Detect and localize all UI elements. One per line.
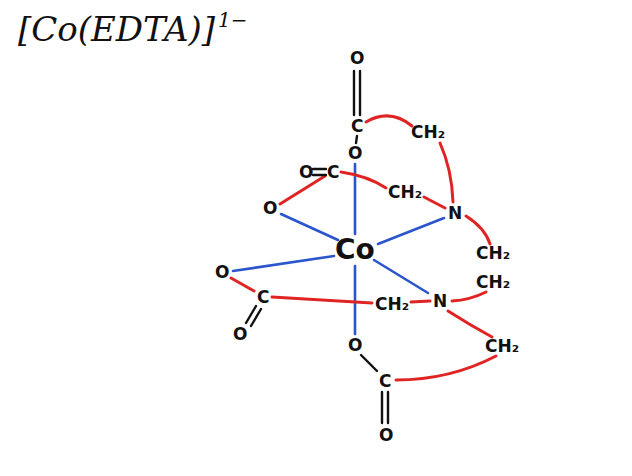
atom-label: O (348, 145, 362, 162)
ring-bonds (231, 116, 496, 380)
coordinate-bonds (233, 164, 444, 334)
atom-label: C (379, 373, 391, 390)
atom-label: CH₂ (476, 274, 510, 291)
atom-label: N (433, 293, 447, 310)
metal-label: Co (335, 236, 375, 264)
atom-label: CH₂ (485, 338, 519, 355)
atom-label: CH₂ (388, 184, 422, 201)
atom-label: O (379, 427, 393, 444)
formula-title: [Co(EDTA)] (18, 12, 215, 46)
atom-label: O (299, 164, 313, 181)
atom-label: C (257, 289, 269, 306)
atom-label: N (448, 205, 462, 222)
atom-label: CH₂ (411, 124, 445, 141)
atom-label: O (263, 200, 277, 217)
carbonyl-bonds (246, 71, 388, 423)
charge-superscript: 1− (218, 10, 247, 30)
atom-label: CH₂ (476, 245, 510, 262)
atom-label: O (215, 264, 229, 281)
atom-label: CH₂ (375, 296, 409, 313)
atom-label: O (350, 50, 364, 67)
atom-label: C (351, 118, 363, 135)
atom-label: O (348, 337, 362, 354)
atom-label: C (327, 164, 339, 181)
atom-label: O (233, 326, 247, 343)
